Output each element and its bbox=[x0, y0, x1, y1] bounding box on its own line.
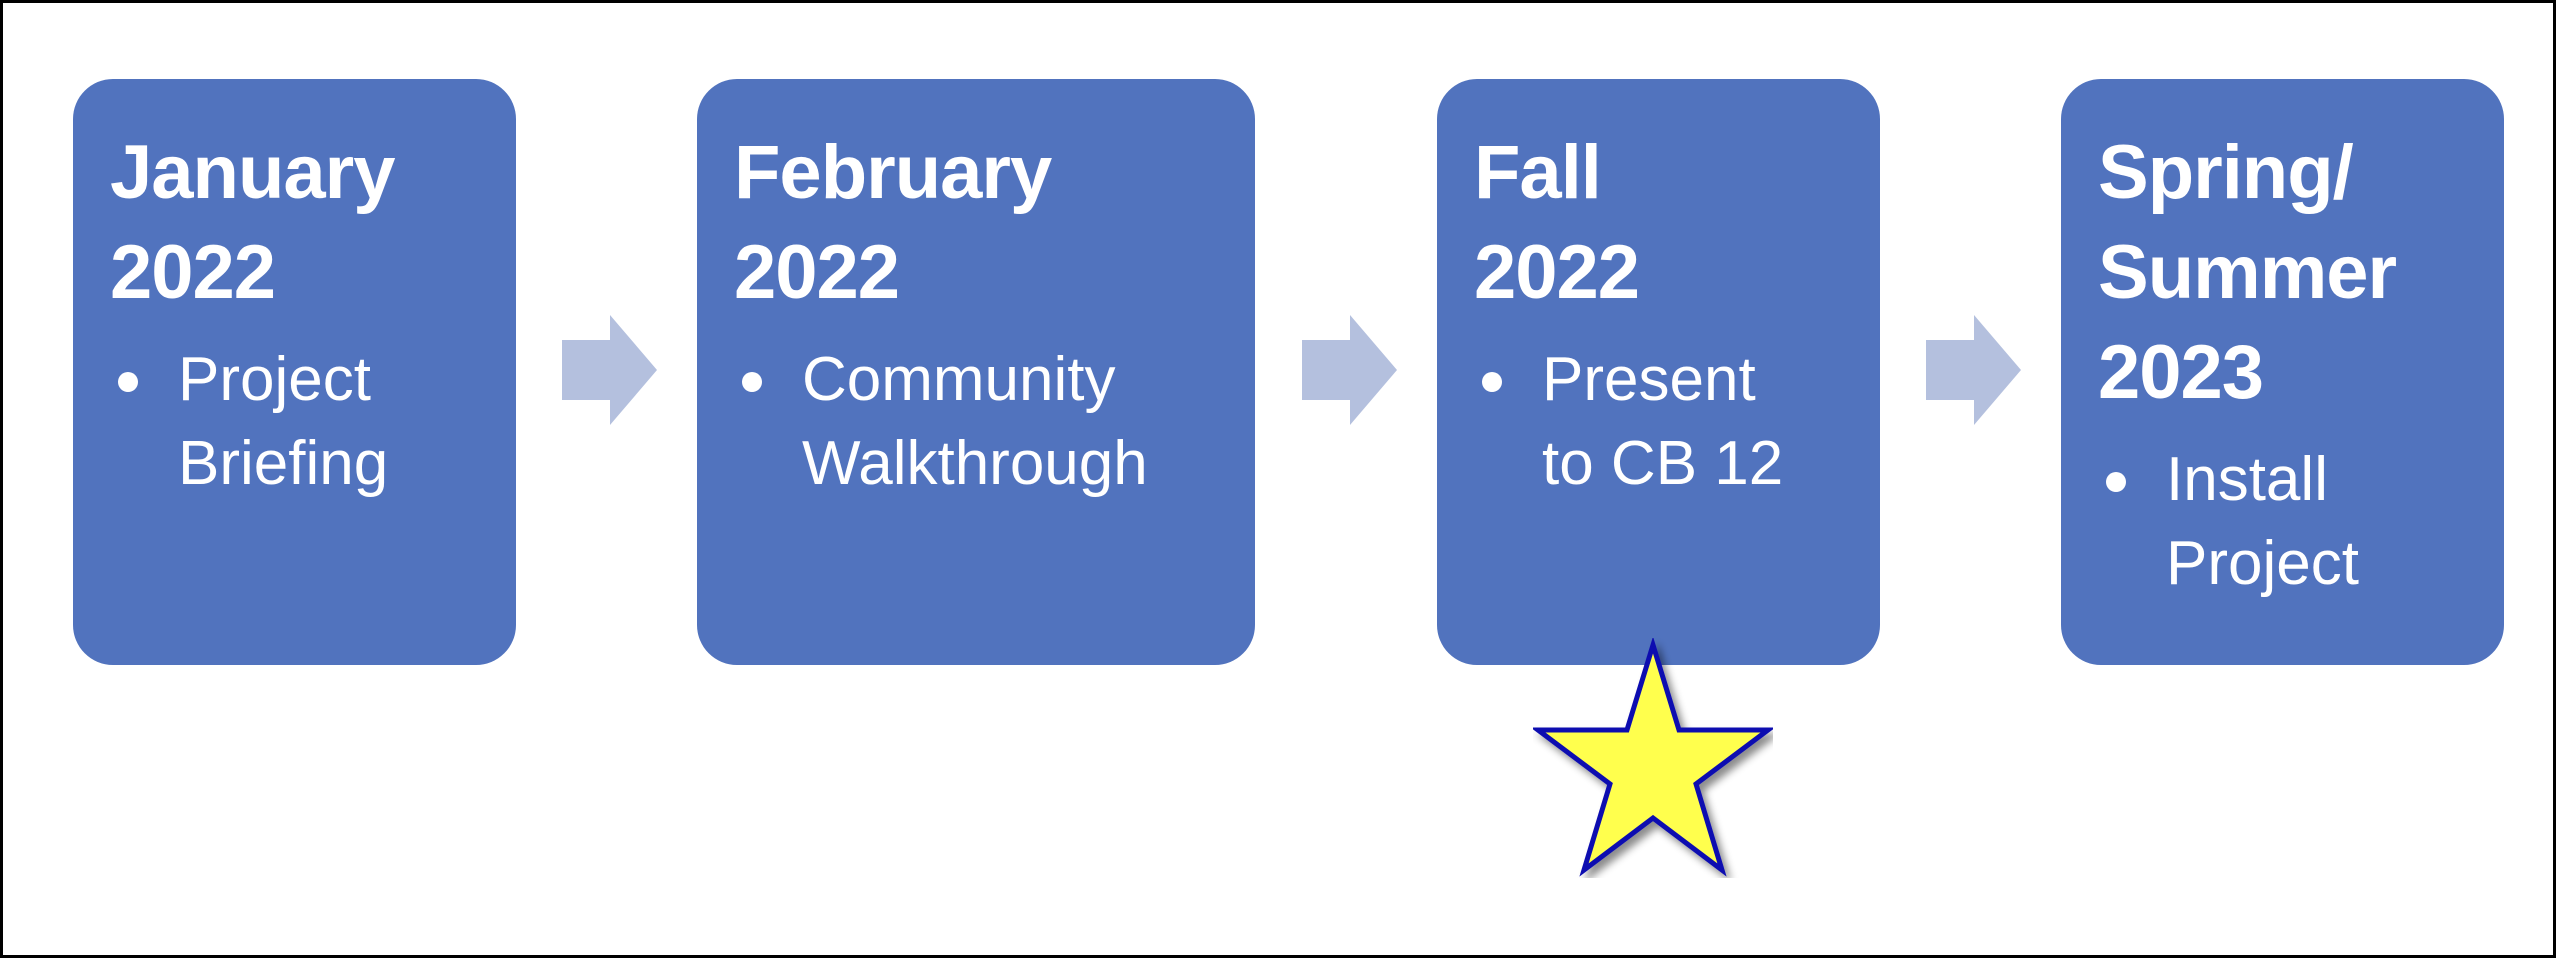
right-arrow-icon bbox=[562, 315, 657, 425]
right-arrow-icon bbox=[1302, 315, 1397, 425]
star-icon bbox=[1533, 638, 1773, 877]
right-arrow-icon bbox=[1926, 315, 2021, 425]
